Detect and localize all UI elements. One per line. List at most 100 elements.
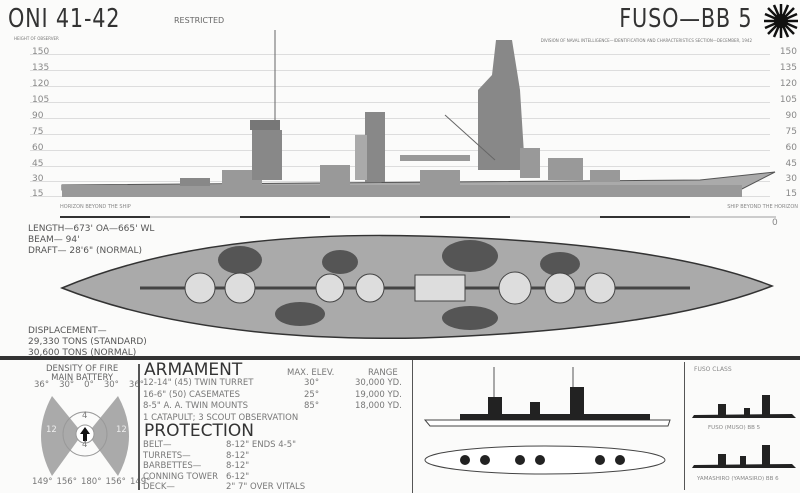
class-ship-1: FUSO (MUSO) BB 5 (708, 425, 761, 431)
displacement-normal: 30,600 TONS (NORMAL) (28, 348, 137, 358)
divider (412, 360, 413, 493)
angle: 0° (84, 380, 94, 390)
armament-title: ARMAMENT (144, 360, 243, 380)
height-gridline (30, 54, 770, 55)
elev-header: MAX. ELEV. (287, 368, 335, 378)
density-title-2: MAIN BATTERY (51, 372, 114, 383)
document-id: ONI 41-42 (8, 4, 121, 34)
armament-range: 30,000 YD. (355, 378, 402, 388)
divider (138, 364, 140, 490)
protection-title: PROTECTION (144, 421, 254, 441)
armament-elev: 25° (304, 389, 320, 400)
angle: 156° (56, 477, 77, 487)
height-tick-right: 45 (785, 159, 797, 169)
angle: 36° (128, 380, 144, 390)
height-gridline (30, 70, 770, 71)
density-title-1: DENSITY OF FIRE (46, 364, 119, 374)
protection-part: DECK— (143, 482, 175, 492)
height-tick-left: 90 (32, 111, 44, 121)
height-gridline (30, 150, 770, 151)
bottom-angles: 149°156°180°156°149° (32, 477, 150, 489)
height-tick-left: 105 (32, 95, 50, 105)
angle: 30° (103, 380, 119, 390)
class-ship-2: YAMASHIRO (YAMASIRO) BB 6 (697, 476, 779, 482)
angle: 180° (80, 477, 102, 487)
scale-bar (60, 216, 776, 218)
range-header: RANGE (368, 368, 398, 378)
protection-value: 8-12" (226, 450, 250, 461)
fore-guns: 4 (82, 411, 88, 421)
divider (684, 362, 685, 490)
height-tick-right: 15 (785, 189, 797, 199)
classification: RESTRICTED (174, 16, 225, 25)
protection-part: TURRETS— (143, 450, 191, 461)
angle: 30° (59, 380, 75, 390)
aircraft: 1 CATAPULT; 3 SCOUT OBSERVATION (143, 413, 299, 423)
class-title: FUSO CLASS (694, 366, 732, 373)
observer-label: HEIGHT OF OBSERVER (14, 36, 59, 41)
height-tick-left: 45 (32, 159, 44, 169)
beam: BEAM— 94' (28, 235, 80, 245)
height-gridline (30, 86, 770, 87)
height-tick-right: 30 (785, 174, 797, 184)
angle: 149° (129, 477, 151, 487)
height-gridline (30, 102, 770, 103)
protection-value: 8-12" ENDS 4-5" (226, 440, 297, 450)
angle: 156° (105, 477, 126, 487)
displacement-standard: 29,330 TONS (STANDARD) (28, 337, 147, 347)
height-tick-right: 60 (785, 143, 797, 153)
armament-range: 19,000 YD. (355, 389, 402, 400)
protection-part: CONNING TOWER (143, 471, 219, 482)
protection-value: 6-12" (226, 471, 250, 482)
height-gridline (30, 118, 770, 119)
displacement-label: DISPLACEMENT— (28, 326, 107, 336)
height-tick-right: 105 (779, 95, 797, 105)
protection-part: BELT— (143, 440, 172, 450)
left-guns: 12 (46, 425, 57, 435)
density-of-fire-diagram (41, 396, 129, 476)
armament-elev: 85° (304, 401, 320, 411)
ship-profile-drawing (61, 30, 776, 197)
subtitle: DIVISION OF NAVAL INTELLIGENCE—IDENTIFIC… (540, 38, 752, 43)
ship-title: FUSO—BB 5 (618, 4, 752, 34)
right-guns: 12 (116, 425, 127, 435)
armament-gun: 8-5" A. A. TWIN MOUNTS (143, 401, 248, 411)
displacement: DISPLACEMENT— 29,330 TONS (STANDARD) 30,… (28, 326, 147, 359)
height-tick-right: 150 (779, 47, 797, 57)
horizon-label-right: SHIP BEYOND THE HORIZON (727, 204, 798, 210)
height-tick-left: 60 (32, 143, 44, 153)
height-gridline (30, 166, 770, 167)
height-tick-right: 90 (785, 111, 797, 121)
horizon-label-left: HORIZON BEYOND THE SHIP (60, 204, 131, 210)
ship-plan-drawing (60, 234, 775, 340)
armament-gun: 16-6" (50) CASEMATES (143, 389, 241, 400)
top-angles: 36° 30° 0° 30° 36° (34, 380, 144, 392)
rising-sun-icon (764, 4, 798, 38)
angle: 149° (32, 477, 53, 487)
class-silhouettes (692, 395, 796, 468)
armament-gun: 12-14" (45) TWIN TURRET (143, 378, 254, 388)
ship-silhouette-views (423, 367, 671, 475)
height-gridline (30, 134, 770, 135)
height-tick-left: 30 (32, 174, 44, 184)
draft: DRAFT— 28'6" (NORMAL) (28, 246, 143, 256)
height-tick-left: 120 (32, 79, 50, 89)
protection-value: 8-12" (226, 461, 250, 471)
armament-range: 18,000 YD. (355, 401, 402, 411)
height-tick-left: 150 (32, 47, 50, 57)
density-title: DENSITY OF FIRE MAIN BATTERY (46, 364, 118, 384)
height-tick-left: 75 (32, 127, 44, 137)
scale-zero: 0 (772, 218, 778, 228)
angle: 36° (34, 380, 50, 390)
divider-bar (0, 356, 800, 360)
protection-value: 2" 7" OVER VITALS (226, 482, 306, 492)
height-gridline (30, 181, 770, 182)
height-tick-left: 15 (32, 189, 44, 199)
protection-part: BARBETTES— (143, 461, 202, 471)
arrow-up-icon (80, 427, 90, 441)
height-tick-left: 135 (32, 63, 50, 73)
dimensions: LENGTH—673' OA—665' WL BEAM— 94' DRAFT— … (28, 224, 154, 257)
armament-elev: 30° (304, 378, 320, 388)
height-tick-right: 120 (779, 79, 797, 89)
